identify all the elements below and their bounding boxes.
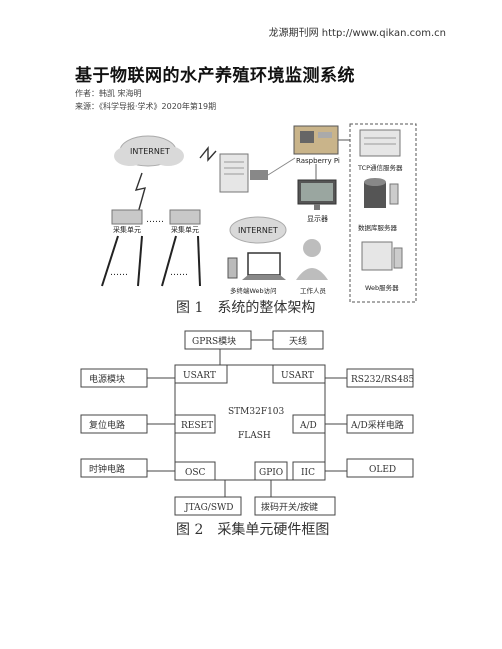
power-label: 电源模块 [89, 373, 125, 385]
mcu-name: STM32F103 [228, 407, 285, 417]
tcp-server-icon [359, 129, 401, 157]
dip-switch-label: 拨码开关/按键 [261, 501, 318, 513]
collector-dots: …… [146, 215, 164, 225]
database-icon [364, 178, 399, 208]
figure-2-caption: 图 2 采集单元硬件框图 [176, 522, 330, 538]
reset-circuit-label: 复位电路 [89, 419, 125, 431]
worker-person-icon [296, 239, 328, 280]
server-cluster-box [349, 123, 417, 303]
mcu-reset: RESET [181, 421, 213, 431]
antenna-label: 天线 [289, 335, 307, 347]
source-line: 来源：《科学导报·学术》2020年第19期 [75, 102, 217, 111]
figure-1-architecture: INTERNET Raspberry Pi 显示器 采集单元 …… 采集单元 [101, 123, 417, 303]
wireless-bolt-icon [134, 172, 146, 214]
raspberry-pi-label: Raspberry Pi [296, 157, 340, 165]
display-label: 显示器 [307, 215, 328, 223]
display-monitor-icon [297, 179, 337, 210]
clock-circuit-label: 时钟电路 [89, 463, 125, 475]
web-server-icon [361, 241, 403, 271]
tcp-server-label: TCP通信服务器 [357, 163, 403, 172]
oled-label: OLED [369, 465, 396, 475]
db-server-label: 数据库服务器 [358, 223, 398, 232]
clock-circuit-block [80, 458, 148, 478]
web-server-label: Web服务器 [365, 283, 399, 292]
worker-label: 工作人员 [300, 286, 327, 295]
ad-circuit-label: A/D采样电路 [350, 419, 404, 431]
gprs-label: GPRS模块 [192, 335, 236, 347]
internet-cloud-icon [229, 216, 287, 244]
collector-unit-2-label: 采集单元 [171, 225, 199, 234]
multi-terminal-label: 多终端Web访问 [230, 286, 277, 295]
rs232-label: RS232/RS485 [351, 375, 415, 385]
mcu-usart-right: USART [281, 371, 314, 381]
author-line: 作者：韩凯 宋海明 [75, 89, 142, 98]
mcu-gpio: GPIO [259, 468, 283, 478]
jtag-block [174, 496, 242, 516]
gateway-server-icon [219, 153, 268, 193]
sensor-dots-left: …… [110, 268, 128, 278]
mcu-iic: IIC [301, 468, 315, 478]
phone-icon [227, 257, 238, 279]
source-site-header: 龙源期刊网 http://www.qikan.com.cn [268, 28, 446, 39]
dip-switch-block [254, 496, 336, 516]
mcu-usart-left: USART [183, 371, 216, 381]
oled-block [346, 458, 414, 478]
mcu-flash: FLASH [238, 431, 271, 441]
figure-1-caption: 图 1 系统的整体架构 [176, 300, 316, 316]
internet-cloud-icon [114, 135, 184, 167]
raspberry-pi-icon [293, 125, 339, 155]
internet-mid-label: INTERNET [238, 226, 278, 235]
collector-unit-icon [111, 209, 201, 225]
jtag-label: JTAG/SWD [184, 503, 233, 513]
laptop-icon [242, 252, 286, 280]
wireless-bolt-icon [199, 146, 217, 162]
figure-2-hardware-diagram: GPRS模块 天线 USART USART RESET A/D STM32F10… [80, 330, 415, 516]
article-title: 基于物联网的水产养殖环境监测系统 [75, 66, 355, 86]
mcu-ad: A/D [299, 421, 317, 431]
mcu-osc: OSC [185, 468, 206, 478]
sensor-probe-icon [101, 235, 201, 287]
internet-top-label: INTERNET [130, 147, 170, 156]
collector-unit-1-label: 采集单元 [113, 225, 141, 234]
sensor-dots-right: …… [170, 268, 188, 278]
